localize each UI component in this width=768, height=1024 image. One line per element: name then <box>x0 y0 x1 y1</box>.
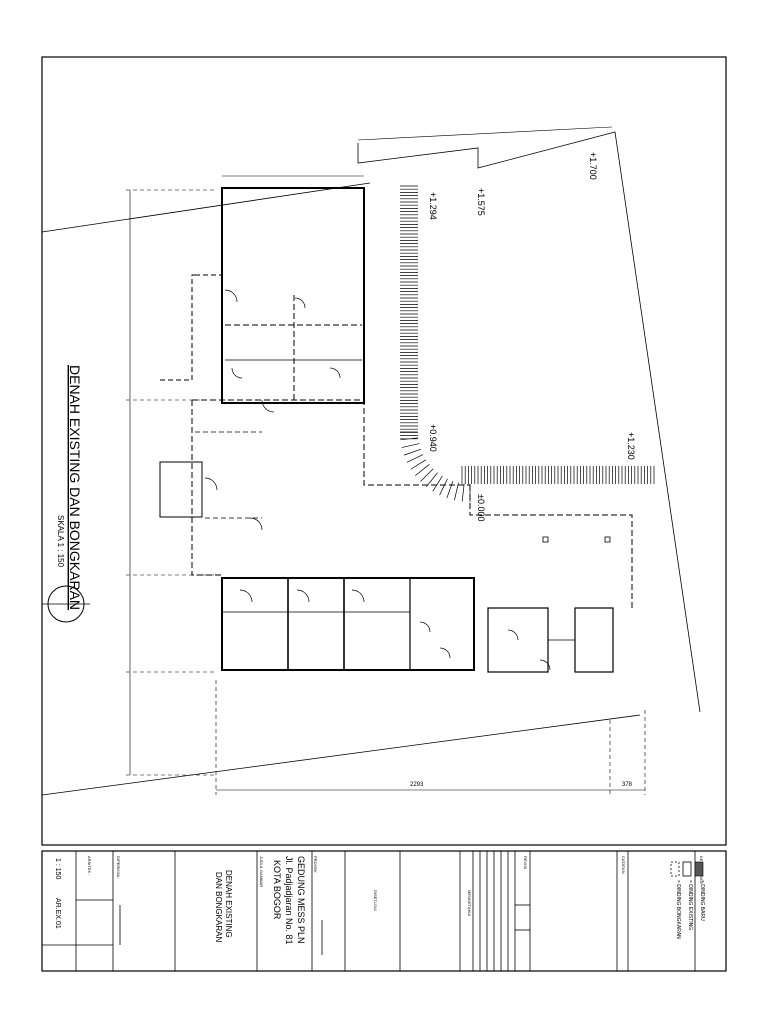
disetujui-label: DISETUJUI <box>373 890 378 911</box>
legend-item-demolished: = DINDING BONGKARAN <box>675 880 681 939</box>
project-line-2: Jl. Padjadjaran No. 81 <box>284 856 294 945</box>
hatch-line <box>439 478 448 496</box>
dimension-bottom-right: 378 <box>622 782 633 788</box>
right-wing-block <box>469 485 633 673</box>
elevation-1230: +1.230 <box>626 432 636 460</box>
legend-swatch-demolished <box>670 861 680 877</box>
project-label: PROYEK <box>313 856 318 873</box>
elevation-0940: +0.940 <box>428 424 438 452</box>
hatch-line <box>454 482 459 501</box>
hatch-line <box>446 480 454 499</box>
elevation-labels: +1.700 +1.575 +1.294 +0.940 +1.230 ±0.00… <box>428 152 636 521</box>
hatch-line <box>461 483 465 502</box>
elevation-1700: +1.700 <box>588 152 598 180</box>
hatch-line <box>415 464 430 476</box>
mengetahui-label: MENGETAHUI <box>467 890 472 916</box>
hatch-line <box>406 454 424 463</box>
upper-building-block <box>160 187 365 404</box>
project-line-1: GEDUNG MESS PLN <box>296 856 306 944</box>
legend-swatch-existing <box>682 861 692 877</box>
elevation-0000: ±0.000 <box>476 494 486 521</box>
title-block-text: 1 : 150 AR.EX.01 ARSITEK : DIPERIKSA : J… <box>54 856 704 945</box>
plan-title-group: DENAH EXISTING DAN BONGKARAN SKALA 1 : 1… <box>42 365 90 623</box>
legend-swatch-new <box>694 861 704 877</box>
site-boundary <box>41 131 701 796</box>
title-block-frame <box>41 850 727 972</box>
legend-item-new: = DINDING BARU <box>699 880 705 921</box>
slope-hatching <box>400 185 655 502</box>
arsitek-label: ARSITEK : <box>87 856 92 875</box>
plan-title: DENAH EXISTING DAN BONGKARAN <box>67 365 83 610</box>
hatch-line <box>401 443 420 448</box>
drawing-title-2: DAN BONGKARAN <box>214 872 223 942</box>
sheet-code: AR.EX.01 <box>54 898 61 929</box>
hatch-line <box>420 468 434 482</box>
dimension-bottom-main: 2293 <box>410 782 424 788</box>
middle-block <box>159 399 470 576</box>
revisi-label: REVISI <box>523 856 528 869</box>
lower-rooms-block <box>221 577 475 671</box>
judul-label: JUDUL GAMBAR <box>259 856 264 887</box>
dimension-lines <box>126 126 646 795</box>
hatch-line <box>426 472 438 487</box>
project-line-3: KOTA BOGOR <box>272 860 282 920</box>
legend-item-existing: = DINDING EXISTING <box>687 880 693 930</box>
legend: = DINDING BARU = DINDING EXISTING = DIND… <box>670 861 705 939</box>
hatch-line <box>432 475 443 492</box>
hatch-line <box>400 437 419 441</box>
drawing-frame <box>41 56 727 846</box>
title-block-grid <box>42 851 696 971</box>
hatch-line <box>410 459 427 470</box>
elevation-1294: +1.294 <box>428 192 438 220</box>
hatch-line <box>403 448 422 456</box>
catatan-label: CATATAN <box>621 856 626 874</box>
scale-label: SKALA 1 : 150 <box>56 515 65 568</box>
drawing-title-1: DENAH EXISTING <box>224 870 233 938</box>
elevation-1575: +1.575 <box>476 188 486 216</box>
sheet-scale: 1 : 150 <box>54 858 61 880</box>
diperiksa-label: DIPERIKSA : <box>116 856 121 879</box>
